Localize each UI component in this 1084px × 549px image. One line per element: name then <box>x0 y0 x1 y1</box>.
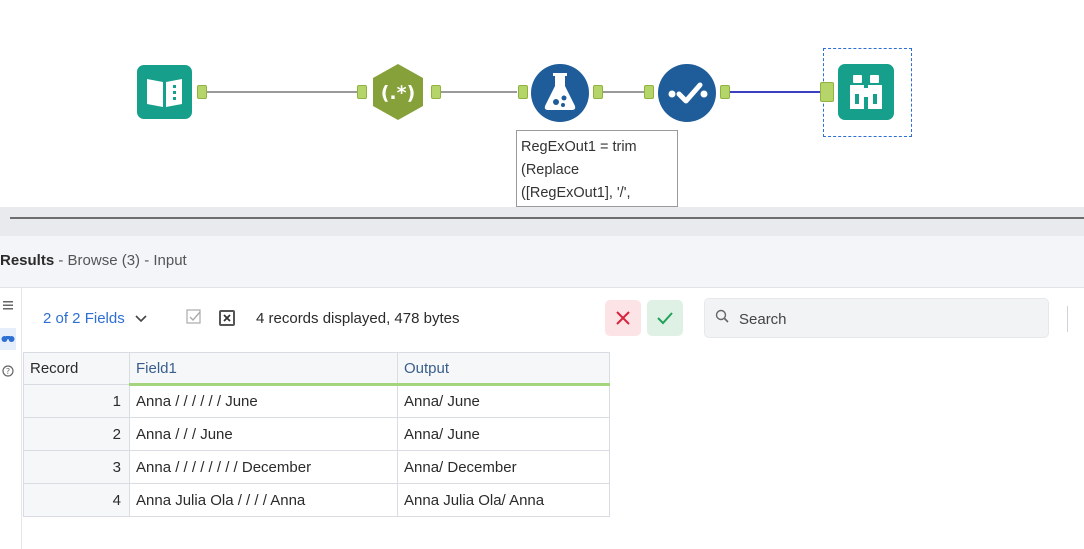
record-number-cell: 1 <box>23 384 130 418</box>
cancel-button[interactable] <box>605 300 641 336</box>
results-title: Results - Browse (3) - Input <box>0 252 187 269</box>
regex-output-anchor[interactable] <box>431 85 441 99</box>
table-row[interactable]: 3 Anna / / / / / / / / December Anna/ De… <box>23 450 610 484</box>
select-tool[interactable] <box>658 64 716 122</box>
search-input[interactable] <box>739 306 1039 332</box>
annotation-line: RegExOut1 = trim <box>521 139 637 155</box>
connection-formula-select[interactable] <box>603 91 645 93</box>
column-header-record[interactable]: Record <box>23 352 130 385</box>
deselect-all-icon[interactable] <box>219 310 235 326</box>
column-header-field1[interactable]: Field1 <box>129 352 398 386</box>
record-number-cell: 2 <box>23 417 130 451</box>
search-icon <box>715 309 729 328</box>
chevron-down-icon <box>135 312 147 326</box>
splitter-bar[interactable] <box>10 217 1084 219</box>
results-table[interactable]: Record Field1 Output 1 Anna / / / / / / … <box>23 352 610 517</box>
table-row[interactable]: 2 Anna / / / June Anna/ June <box>23 417 610 451</box>
table-row[interactable]: 4 Anna Julia Ola / / / / Anna Anna Julia… <box>23 483 610 517</box>
regex-tool[interactable]: (.*) <box>369 63 427 121</box>
output-cell[interactable]: Anna Julia Ola/ Anna <box>397 483 610 517</box>
annotation-line: (Replace <box>521 162 580 178</box>
results-header: Results - Browse (3) - Input <box>0 236 1084 288</box>
output-cell[interactable]: Anna/ June <box>397 417 610 451</box>
field1-cell[interactable]: Anna / / / June <box>129 417 398 451</box>
checkmark-dots-icon <box>668 82 708 104</box>
flask-icon <box>544 73 576 110</box>
list-icon[interactable] <box>0 296 16 318</box>
annotation-line: ([RegExOut1], '/', <box>521 185 631 201</box>
records-info: 4 records displayed, 478 bytes <box>256 310 460 327</box>
input-data-tool[interactable] <box>137 65 192 119</box>
table-header-row: Record Field1 Output <box>23 352 610 386</box>
record-number-cell: 3 <box>23 450 130 484</box>
book-icon <box>147 79 182 107</box>
select-input-anchor[interactable] <box>644 85 654 99</box>
formula-input-anchor[interactable] <box>518 85 528 99</box>
record-number-cell: 4 <box>23 483 130 517</box>
toolbar-divider <box>1067 306 1068 332</box>
regex-hexagon-icon: (.*) <box>373 64 423 120</box>
regex-input-anchor[interactable] <box>357 85 367 99</box>
field1-cell[interactable]: Anna / / / / / / June <box>129 384 398 418</box>
results-title-bold: Results <box>0 252 55 269</box>
connection-select-browse[interactable] <box>730 91 822 93</box>
select-all-checkbox-icon[interactable] <box>185 309 203 327</box>
fields-dropdown-label: 2 of 2 Fields <box>43 310 125 327</box>
fields-dropdown[interactable]: 2 of 2 Fields <box>43 310 147 327</box>
help-icon[interactable]: ? <box>0 362 16 384</box>
results-toolbar: 2 of 2 Fields 4 records displayed, 478 b… <box>23 288 1084 350</box>
connection-regex-formula[interactable] <box>441 91 517 93</box>
input-output-anchor[interactable] <box>197 85 207 99</box>
browse-tool[interactable] <box>838 64 894 120</box>
workflow-canvas[interactable]: (.*) <box>0 0 1084 207</box>
binoculars-icon[interactable] <box>0 328 16 350</box>
formula-output-anchor[interactable] <box>593 85 603 99</box>
formula-tool[interactable] <box>531 64 589 122</box>
connection-input-regex[interactable] <box>207 91 359 93</box>
table-row[interactable]: 1 Anna / / / / / / June Anna/ June <box>23 384 610 418</box>
svg-text:?: ? <box>6 367 10 376</box>
search-box[interactable] <box>704 298 1049 338</box>
output-cell[interactable]: Anna/ December <box>397 450 610 484</box>
output-cell[interactable]: Anna/ June <box>397 384 610 418</box>
select-output-anchor[interactable] <box>720 85 730 99</box>
results-left-rail: ? <box>0 288 22 549</box>
browse-input-anchor[interactable] <box>820 82 834 102</box>
apply-button[interactable] <box>647 300 683 336</box>
results-title-sub: - Browse (3) - Input <box>54 252 187 269</box>
pane-splitter[interactable] <box>0 207 1084 236</box>
column-header-output[interactable]: Output <box>397 352 610 386</box>
formula-annotation: RegExOut1 = trim (Replace ([RegExOut1], '/… <box>516 130 678 207</box>
binoculars-icon <box>850 75 882 109</box>
field1-cell[interactable]: Anna Julia Ola / / / / Anna <box>129 483 398 517</box>
field1-cell[interactable]: Anna / / / / / / / / December <box>129 450 398 484</box>
regex-label: (.*) <box>381 82 416 104</box>
